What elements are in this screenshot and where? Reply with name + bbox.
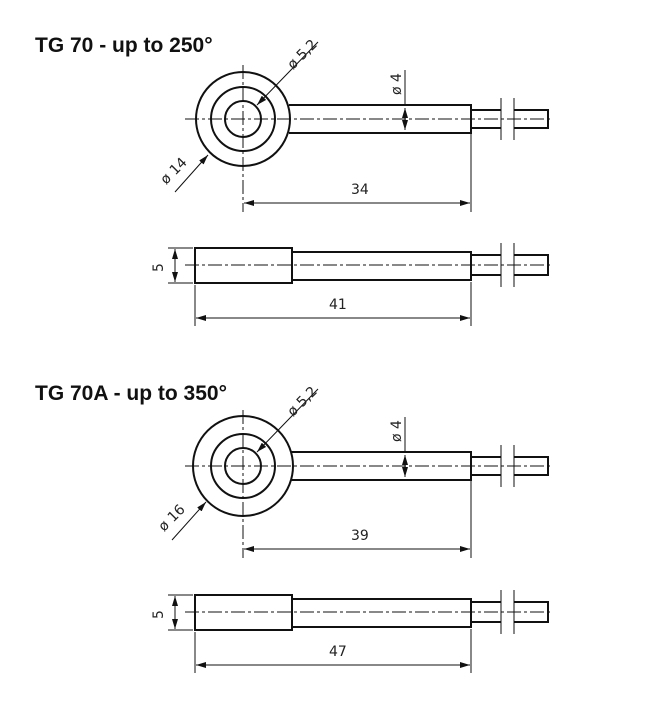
part-title: TG 70 - up to 250°: [35, 34, 213, 57]
length-label: 39: [351, 528, 369, 544]
side-view: 5 41: [151, 243, 552, 326]
thickness-label: 5: [151, 263, 167, 272]
outer-diameter-label: ø 16: [156, 502, 189, 535]
part-tg70a: TG 70A - up to 350° ø 5,2 ø 16 ø 4 39: [35, 382, 552, 673]
part-tg70: TG 70 - up to 250° ø 5,2 ø 14 ø 4 34: [35, 34, 552, 326]
front-view: ø 5,2 ø 14 ø 4 34: [158, 37, 552, 212]
total-length-label: 41: [329, 297, 347, 313]
total-length-label: 47: [329, 644, 347, 660]
length-label: 34: [351, 182, 369, 198]
thickness-label: 5: [151, 610, 167, 619]
hole-diameter-label: ø 5,2: [285, 384, 321, 420]
front-view: ø 5,2 ø 16 ø 4 39: [156, 384, 552, 558]
part-title: TG 70A - up to 350°: [35, 382, 227, 405]
outer-diameter-label: ø 14: [158, 155, 191, 188]
shaft-diameter-label: ø 4: [389, 420, 405, 442]
hole-diameter-label: ø 5,2: [285, 37, 321, 73]
side-view: 5 47: [151, 590, 552, 673]
shaft-diameter-label: ø 4: [389, 73, 405, 95]
